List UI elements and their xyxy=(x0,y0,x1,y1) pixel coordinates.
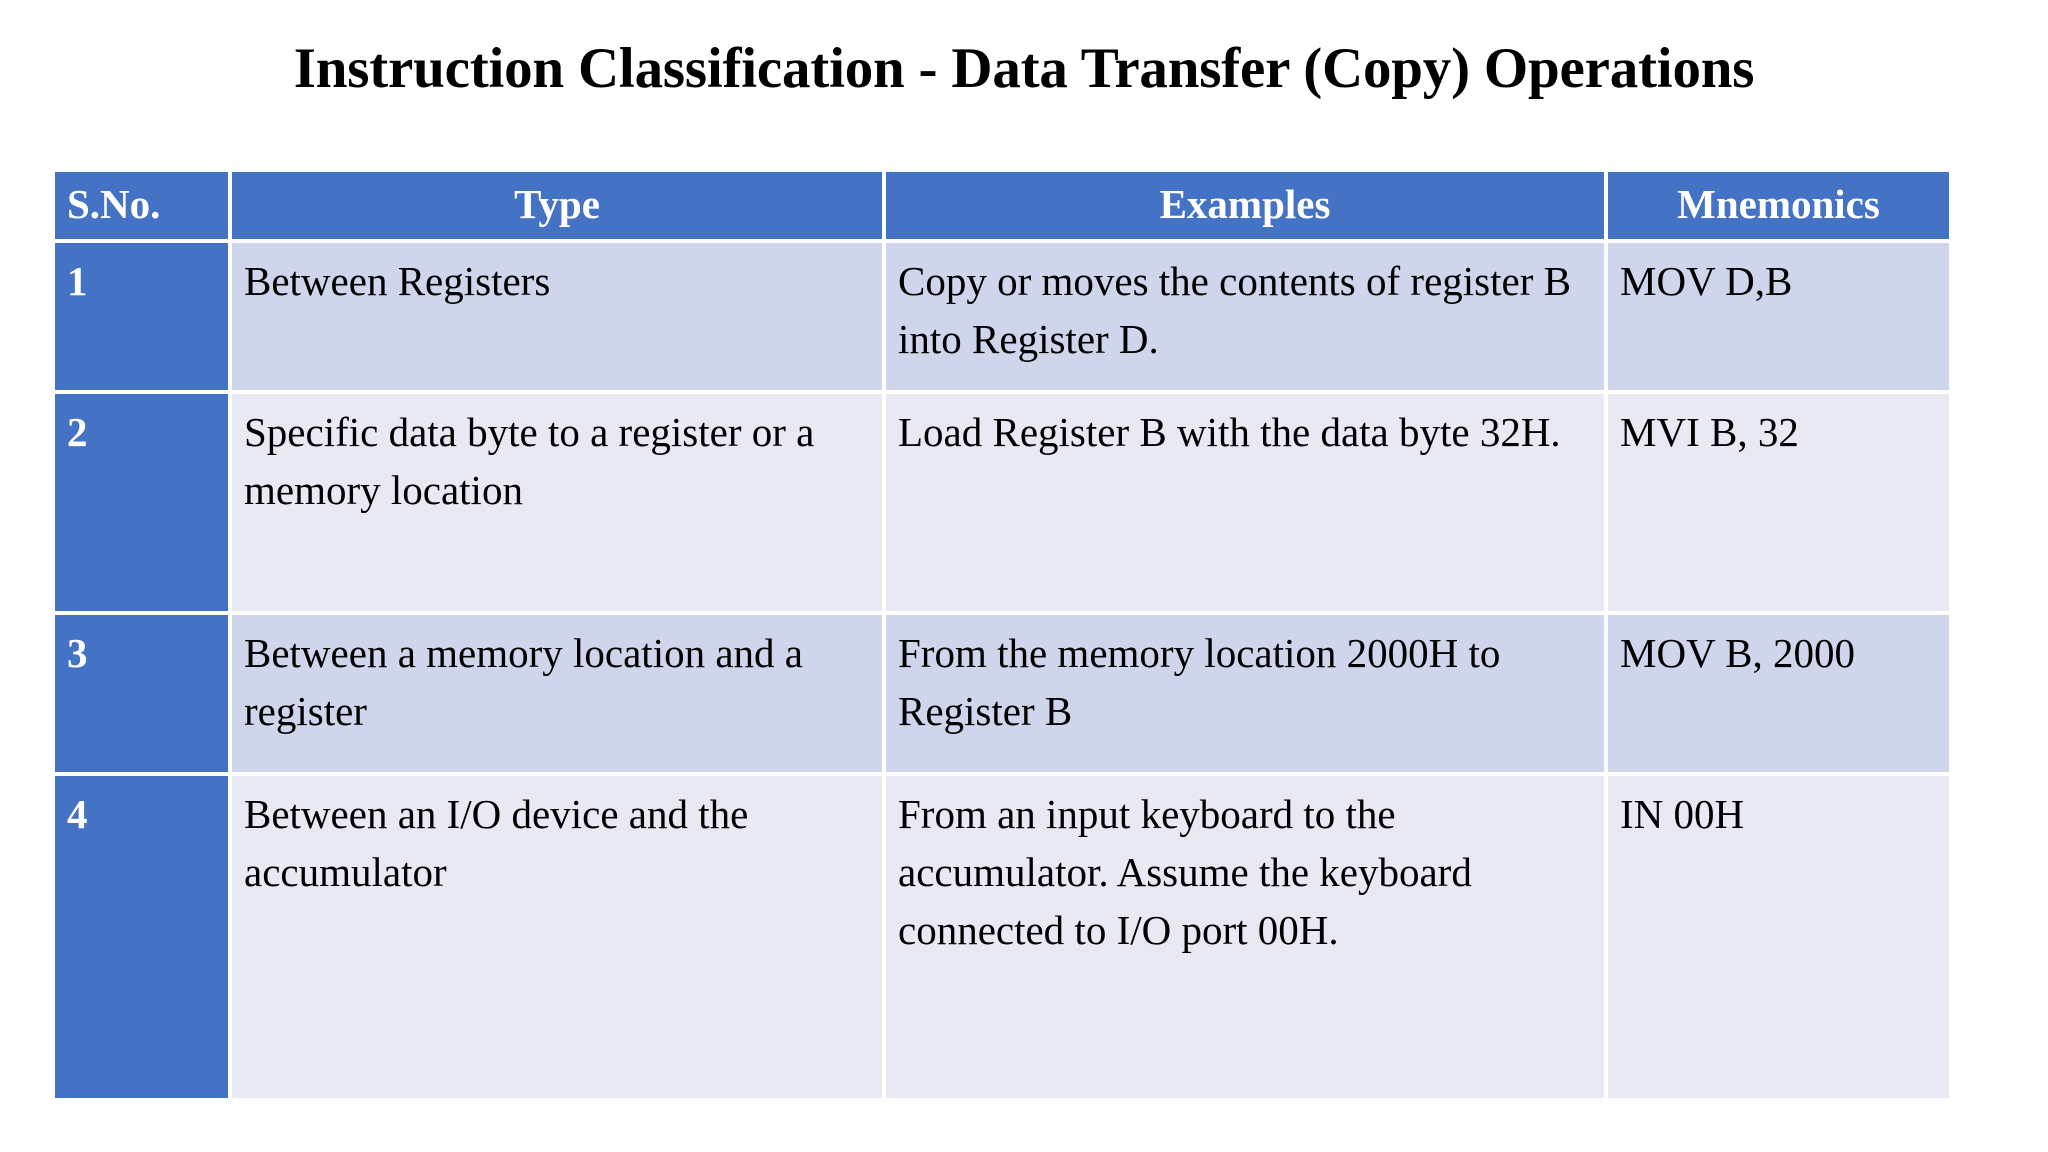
cell-type: Between Registers xyxy=(232,243,882,390)
cell-type: Between an I/O device and the accumulato… xyxy=(232,776,882,1098)
table-header: S.No. Type Examples Mnemonics xyxy=(55,172,1949,239)
column-header-examples: Examples xyxy=(886,172,1604,239)
cell-sno: 3 xyxy=(55,615,228,772)
cell-examples: From an input keyboard to the accumulato… xyxy=(886,776,1604,1098)
table-row: 2 Specific data byte to a register or a … xyxy=(55,394,1949,611)
table-row: 4 Between an I/O device and the accumula… xyxy=(55,776,1949,1098)
cell-examples: From the memory location 2000H to Regist… xyxy=(886,615,1604,772)
cell-sno: 1 xyxy=(55,243,228,390)
column-header-type: Type xyxy=(232,172,882,239)
data-table: S.No. Type Examples Mnemonics 1 Between … xyxy=(51,168,1953,1102)
cell-type: Specific data byte to a register or a me… xyxy=(232,394,882,611)
cell-sno: 2 xyxy=(55,394,228,611)
instruction-classification-table: S.No. Type Examples Mnemonics 1 Between … xyxy=(55,172,1949,1098)
cell-examples: Load Register B with the data byte 32H. xyxy=(886,394,1604,611)
cell-type: Between a memory location and a register xyxy=(232,615,882,772)
page-title: Instruction Classification - Data Transf… xyxy=(293,37,1755,100)
cell-mnemonics: MOV B, 2000 xyxy=(1608,615,1949,772)
cell-sno: 4 xyxy=(55,776,228,1098)
cell-mnemonics: IN 00H xyxy=(1608,776,1949,1098)
table-row: 3 Between a memory location and a regist… xyxy=(55,615,1949,772)
column-header-sno: S.No. xyxy=(55,172,228,239)
cell-mnemonics: MOV D,B xyxy=(1608,243,1949,390)
table-body: 1 Between Registers Copy or moves the co… xyxy=(55,243,1949,1098)
table-row: 1 Between Registers Copy or moves the co… xyxy=(55,243,1949,390)
cell-examples: Copy or moves the contents of register B… xyxy=(886,243,1604,390)
column-header-mnemonics: Mnemonics xyxy=(1608,172,1949,239)
table-header-row: S.No. Type Examples Mnemonics xyxy=(55,172,1949,239)
cell-mnemonics: MVI B, 32 xyxy=(1608,394,1949,611)
